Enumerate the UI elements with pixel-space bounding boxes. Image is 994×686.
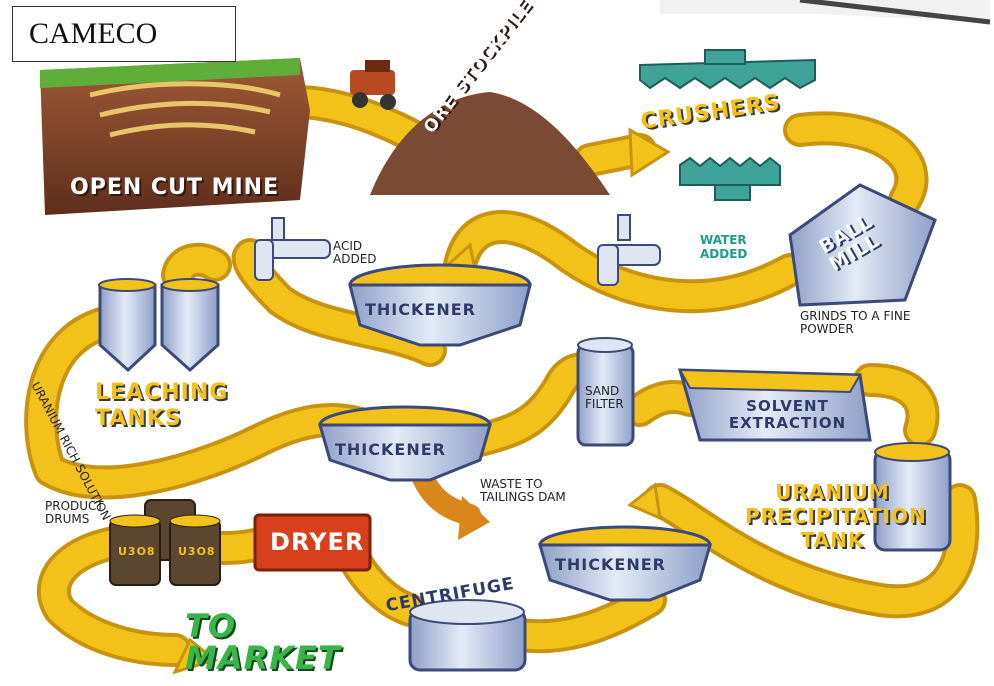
label-acid-added: ACID ADDED: [333, 239, 377, 266]
crushers-machine: [639, 49, 816, 201]
label-dryer: DRYER: [270, 528, 365, 556]
precipitation-tank-vessel: [873, 442, 952, 552]
ore-stockpile-mound: [370, 92, 610, 195]
label-solvent-extraction: SOLVENT EXTRACTION: [728, 397, 847, 432]
solvent-extraction-vessel: [677, 368, 872, 442]
label-leaching-tanks: LEACHING TANKS: [95, 380, 229, 431]
label-waste: WASTE TO TAILINGS DAM: [480, 477, 566, 504]
centrifuge-vessel: [408, 599, 527, 672]
ball-mill: [788, 183, 937, 307]
haul-truck-icon: [350, 60, 396, 110]
frame-corner: [660, 0, 990, 20]
label-thickener-2: THICKENER: [335, 440, 446, 459]
sand-filter-vessel: [576, 337, 635, 447]
thickener-3-vessel: [538, 525, 712, 602]
page-title: CAMECO: [12, 6, 236, 62]
acid-tap-icon: [254, 217, 331, 281]
label-grinds: GRINDS TO A FINE POWDER: [800, 309, 911, 336]
label-to-market: TO MARKET: [185, 607, 341, 677]
thickener-1-vessel: [348, 263, 532, 347]
label-sand-filter: SAND FILTER: [585, 384, 624, 411]
label-thickener-1: THICKENER: [365, 300, 476, 319]
label-open-cut-mine: OPEN CUT MINE: [70, 175, 280, 200]
product-drums: [109, 499, 221, 586]
label-water-added: WATER ADDED: [700, 233, 748, 261]
label-thickener-3: THICKENER: [555, 555, 666, 574]
open-cut-mine: [40, 58, 310, 215]
dryer-box: [253, 513, 372, 572]
water-tap-icon: [597, 214, 661, 286]
drum-label-2: U3O8: [178, 545, 216, 558]
thickener-2-vessel: [318, 405, 492, 482]
leaching-tanks-vessels: [98, 278, 220, 373]
label-product-drums: PRODUCT DRUMS: [45, 499, 104, 526]
drum-label-1: U3O8: [118, 545, 156, 558]
label-uranium-precipitation-tank: URANIUM PRECIPITATION TANK: [745, 480, 927, 552]
